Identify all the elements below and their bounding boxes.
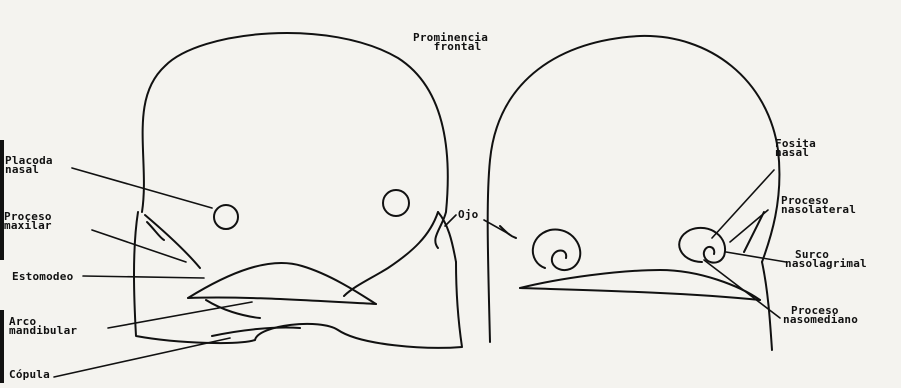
leader-arco-mandibular xyxy=(108,302,252,328)
label-ojo: Ojo xyxy=(458,210,478,219)
left-maxillary-edge xyxy=(145,215,200,268)
label-prominencia-frontal: Prominencia frontal xyxy=(413,33,488,51)
leader-proceso-maxilar xyxy=(92,230,186,262)
leader-placoda-nasal xyxy=(72,168,212,208)
label-placoda-nasal: Placoda nasal xyxy=(5,156,53,174)
leader-fosita-nasal xyxy=(712,170,774,238)
label-estomodeo: Estomodeo xyxy=(12,272,73,281)
left-nasal-placode-a xyxy=(214,205,238,229)
right-nasal-spiral-outer xyxy=(679,228,725,263)
label-proceso-maxilar: Proceso maxilar xyxy=(4,212,52,230)
left-head-outline xyxy=(142,33,448,248)
right-side-contour xyxy=(344,212,438,296)
label-arco-mandibular: Arco mandibular xyxy=(9,317,77,335)
scan-edge-mark-2 xyxy=(0,310,4,383)
label-fosita-nasal: Fosita nasal xyxy=(775,139,816,157)
stomodeum-lower xyxy=(188,297,376,304)
right-mouth-lower xyxy=(520,288,760,300)
left-ojo-edge xyxy=(438,212,456,262)
copula-line xyxy=(212,327,300,336)
label-proceso-nasomediano: Proceso nasomediano xyxy=(783,306,858,324)
leader-proceso-nasomediano xyxy=(704,260,780,318)
scan-edge-mark xyxy=(0,140,4,260)
left-nasal-spiral-outer xyxy=(533,230,580,271)
right-eye-right xyxy=(744,212,764,252)
right-head-outline xyxy=(488,36,780,342)
leader-estomodeo xyxy=(83,276,204,278)
left-nasal-placode-b xyxy=(383,190,409,216)
label-copula: Cópula xyxy=(9,370,50,379)
right-embryo-head xyxy=(488,36,780,350)
right-eye-left xyxy=(500,226,516,238)
leader-proceso-nasolateral xyxy=(730,210,768,242)
left-embryo-head xyxy=(134,33,462,348)
leader-ojo-left xyxy=(445,215,456,226)
leader-copula xyxy=(54,338,230,377)
leader-surco-nasolagrimal xyxy=(726,252,786,262)
label-proceso-nasolateral: Proceso nasolateral xyxy=(781,196,856,214)
label-surco-nasolagrimal: Surco nasolagrimal xyxy=(785,250,867,268)
